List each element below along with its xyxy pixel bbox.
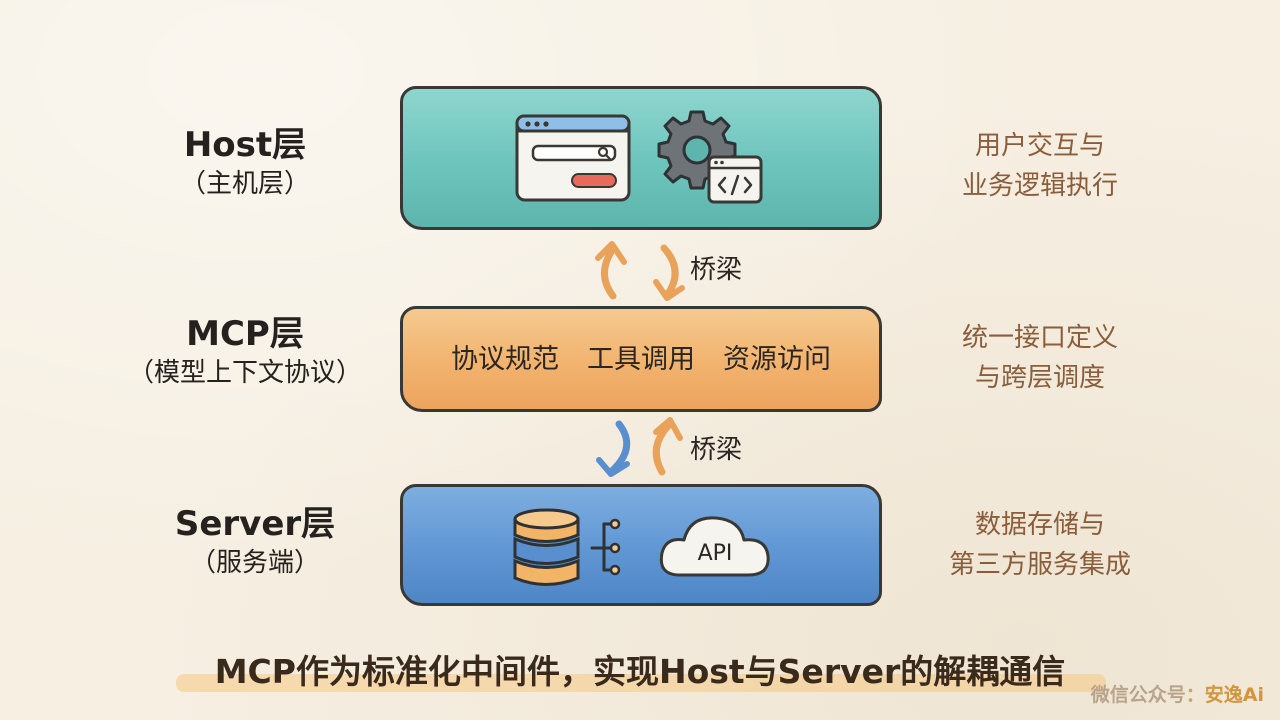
server-layer-description: 数据存储与 第三方服务集成 bbox=[920, 505, 1160, 585]
mcp-desc-line2: 与跨层调度 bbox=[974, 363, 1105, 393]
bridge-label-bottom: 桥梁 bbox=[690, 435, 743, 465]
host-desc-line1: 用户交互与 bbox=[974, 131, 1105, 161]
gear-code-icon bbox=[657, 110, 763, 204]
server-layer-band bbox=[400, 484, 882, 606]
mcp-layer-description: 统一接口定义 与跨层调度 bbox=[920, 318, 1160, 398]
mcp-items: 协议规范 工具调用 资源访问 bbox=[400, 340, 882, 380]
server-desc-line2: 第三方服务集成 bbox=[948, 550, 1131, 580]
mcp-layer-band bbox=[400, 306, 882, 412]
host-layer-subtitle: （主机层） bbox=[179, 169, 310, 199]
server-layer-title: Server层 bbox=[174, 504, 336, 544]
watermark: 微信公众号：安逸Ai bbox=[1091, 682, 1264, 708]
host-layer-band bbox=[400, 86, 882, 230]
mcp-layer-label: MCP层 （模型上下文协议） bbox=[110, 313, 380, 391]
caption-highlight bbox=[176, 674, 1106, 692]
server-desc-line1: 数据存储与 bbox=[974, 510, 1105, 540]
arrow-down-icon bbox=[596, 420, 631, 477]
server-layer-subtitle: （服务端） bbox=[189, 548, 320, 578]
arrow-up-icon bbox=[652, 417, 683, 476]
arrow-down-icon bbox=[653, 244, 685, 301]
database-icon bbox=[513, 508, 621, 586]
watermark-name: 安逸Ai bbox=[1204, 684, 1264, 706]
caption: MCP作为标准化中间件，实现Host与Server的解耦通信 bbox=[214, 652, 1066, 691]
cloud-api-icon bbox=[659, 516, 770, 577]
server-layer-label: Server层 （服务端） bbox=[140, 503, 370, 581]
mcp-desc-line1: 统一接口定义 bbox=[961, 323, 1118, 353]
host-layer-label: Host层 （主机层） bbox=[140, 124, 350, 202]
watermark-separator: ： bbox=[1185, 684, 1205, 706]
arrow-up-icon bbox=[595, 241, 627, 300]
watermark-prefix: 微信公众号 bbox=[1090, 684, 1186, 706]
browser-window-icon bbox=[515, 114, 631, 202]
host-desc-line2: 业务逻辑执行 bbox=[961, 171, 1118, 201]
mcp-item-protocol: 协议规范 bbox=[451, 344, 559, 375]
host-layer-description: 用户交互与 业务逻辑执行 bbox=[920, 126, 1160, 206]
host-layer-title: Host层 bbox=[183, 125, 307, 165]
mcp-item-resource-access: 资源访问 bbox=[723, 344, 831, 375]
cloud-api-label: API bbox=[698, 541, 733, 566]
mcp-layer-subtitle: （模型上下文协议） bbox=[127, 358, 362, 388]
mcp-layer-title: MCP层 bbox=[186, 314, 304, 354]
mcp-item-tool-call: 工具调用 bbox=[587, 344, 695, 375]
bridge-label-top: 桥梁 bbox=[690, 255, 743, 285]
